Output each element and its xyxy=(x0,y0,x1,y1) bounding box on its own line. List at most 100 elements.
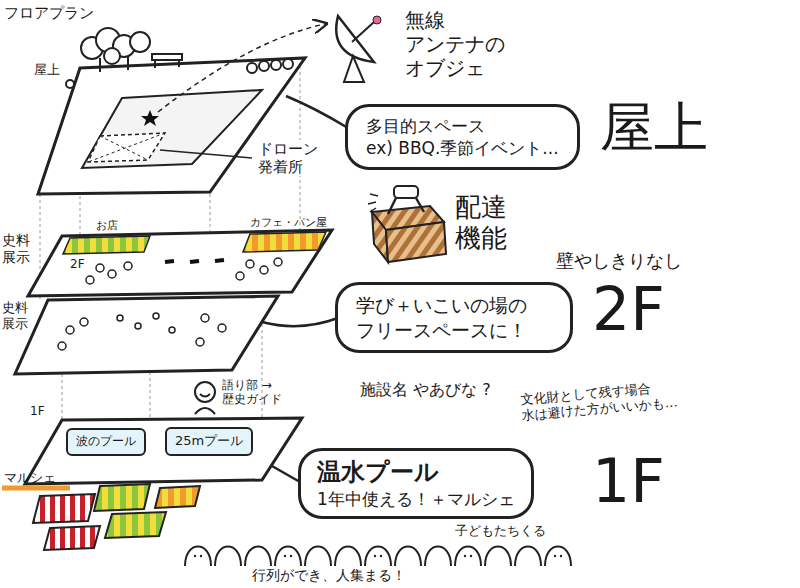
antenna-stand xyxy=(344,56,364,82)
tent xyxy=(44,526,100,550)
roof-trees xyxy=(66,28,293,88)
table xyxy=(86,276,94,284)
note-label: 無線 アンテナの オブジェ xyxy=(405,8,509,80)
callout-tail xyxy=(272,466,300,482)
node-text: 多目的スペース xyxy=(366,115,559,137)
floor-2f-upper xyxy=(28,230,332,296)
callout-bubble: 温水プール1年中使える！＋マルシェ xyxy=(298,448,534,519)
seat xyxy=(66,326,74,334)
note-label: 子どもたちくる xyxy=(455,523,546,539)
storyteller-body xyxy=(195,408,215,414)
note-label: マルシェ xyxy=(4,470,56,486)
tree-trunk xyxy=(99,58,101,72)
note-label: 屋上 xyxy=(600,100,708,157)
crowd-faces xyxy=(194,555,562,557)
seat xyxy=(153,313,159,319)
storyteller-smile xyxy=(200,394,210,397)
note-label: カフェ・パン屋 xyxy=(250,216,327,229)
seat xyxy=(218,324,226,332)
seat xyxy=(169,327,175,333)
eye xyxy=(284,555,286,557)
delivery-drone xyxy=(368,186,446,262)
eye xyxy=(380,555,382,557)
eye xyxy=(560,555,562,557)
table xyxy=(236,272,244,280)
node-text: 温水プール xyxy=(317,457,515,488)
note-label: ドローン 発着所 xyxy=(256,140,338,176)
tent xyxy=(105,512,166,538)
eye xyxy=(464,555,466,557)
eye xyxy=(290,555,292,557)
note-label: お店 xyxy=(96,219,118,232)
leader-line xyxy=(160,150,252,158)
seat xyxy=(135,323,141,329)
shrub xyxy=(271,60,281,70)
table xyxy=(274,258,282,266)
marche-highlight xyxy=(2,486,70,491)
note-label: 配達 機能 xyxy=(455,192,512,254)
antenna-tip xyxy=(373,16,381,24)
drone-claw xyxy=(388,198,424,214)
shrub xyxy=(259,61,269,71)
divider xyxy=(165,261,174,262)
seat xyxy=(201,314,209,322)
shrub xyxy=(283,59,293,69)
shop-stall xyxy=(63,236,150,254)
callout-bubble: 多目的スペースex) BBQ.季節イベント... xyxy=(345,104,580,170)
bench-leg xyxy=(154,60,156,68)
node-text: 25mプール xyxy=(175,433,243,450)
note-label: 語り部 →歴史ガイド xyxy=(222,378,300,407)
dashed-arrow xyxy=(158,24,325,112)
tent xyxy=(155,486,200,508)
note-label: 史料 展示 xyxy=(2,300,31,331)
eye xyxy=(470,555,472,557)
tent xyxy=(33,494,95,523)
seats xyxy=(58,313,226,350)
note-label: 壁やしきりなし xyxy=(556,250,682,272)
eye xyxy=(200,555,202,557)
callout-bubble: 学び＋いこいの場の フリースペースに！ xyxy=(335,282,573,353)
guide-line xyxy=(150,372,151,419)
drone-pad xyxy=(88,133,165,162)
bench-leg xyxy=(178,60,180,67)
storyteller-head xyxy=(195,382,215,402)
note-label: 2F xyxy=(70,257,85,271)
callout-tail xyxy=(286,96,348,128)
note-label: 施設名 やあびな ? xyxy=(360,380,491,399)
node-text: 1年中使える！＋マルシェ xyxy=(317,488,515,510)
seat xyxy=(58,342,66,350)
tables xyxy=(86,258,282,284)
table xyxy=(124,262,132,270)
node-text: 学び＋いこいの場の フリースペースに！ xyxy=(356,293,552,342)
tree-crown xyxy=(104,48,120,64)
antenna-dish xyxy=(336,16,374,62)
table xyxy=(246,260,254,268)
star-mark xyxy=(141,110,159,126)
tree-crown xyxy=(130,32,150,52)
floor-2f-lower xyxy=(15,296,278,374)
parcel-front xyxy=(386,222,446,262)
table xyxy=(260,266,268,274)
eye xyxy=(554,555,556,557)
storyteller-figure xyxy=(195,382,215,414)
note-label: 史料 展示 xyxy=(2,232,33,266)
motion-marks xyxy=(368,194,378,212)
guide-line xyxy=(210,194,211,233)
eye xyxy=(374,555,376,557)
seat xyxy=(117,315,123,321)
seat xyxy=(80,318,88,326)
floor-1f xyxy=(25,418,302,484)
drone-pad-diagonal xyxy=(88,133,165,162)
eye xyxy=(194,555,196,557)
drone-body xyxy=(394,186,418,198)
bench xyxy=(152,54,182,60)
note-label: 行列ができ、人集まる！ xyxy=(250,567,408,584)
note-label: 1F xyxy=(592,450,665,513)
pool-box: 25mプール xyxy=(165,427,253,456)
note-label: 文化財として残す場合 水は避けた方がいいかも… xyxy=(520,378,685,423)
seat xyxy=(196,338,204,346)
divider-marks xyxy=(165,260,224,262)
divider xyxy=(190,261,199,262)
shrub xyxy=(66,80,74,88)
